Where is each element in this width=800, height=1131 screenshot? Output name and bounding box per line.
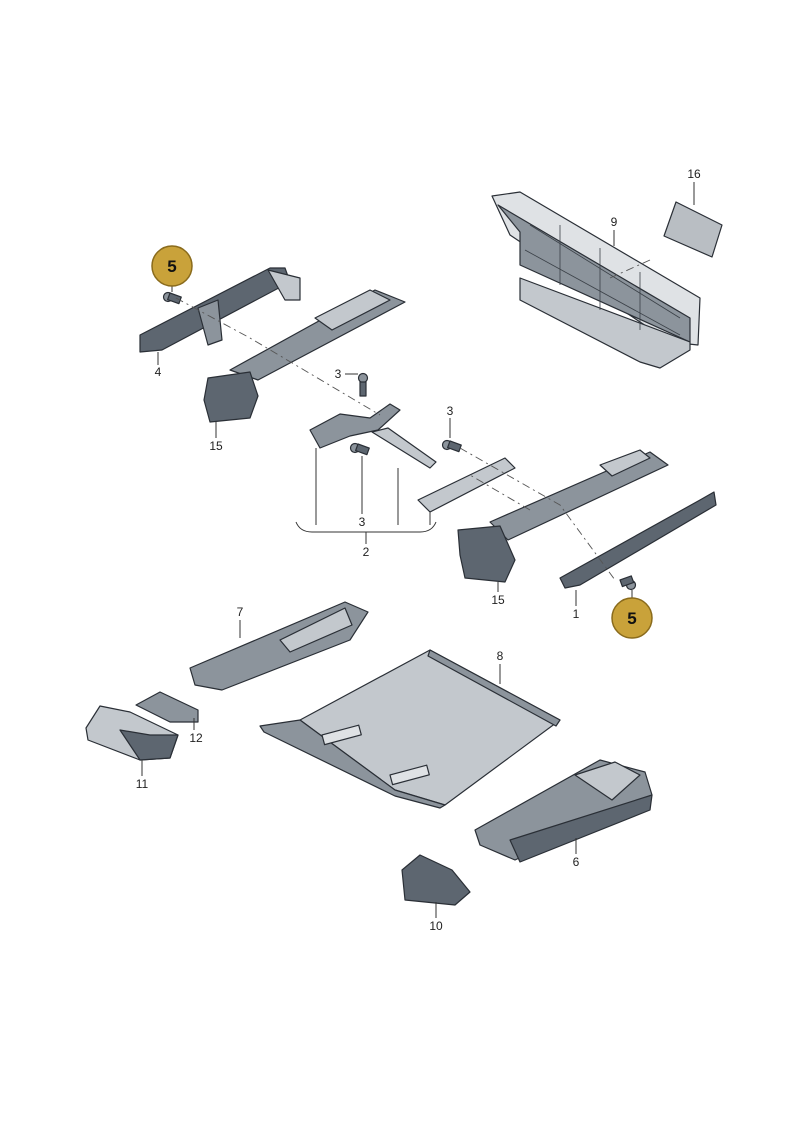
assembly-lines xyxy=(175,259,651,581)
label-15-left: 15 xyxy=(209,439,223,453)
bolt-5-upper xyxy=(162,291,182,305)
bolt-3-right xyxy=(441,439,462,453)
label-12: 12 xyxy=(189,731,203,745)
part-2-bracket xyxy=(309,403,516,513)
part-8-floor-panel xyxy=(259,649,561,809)
label-9: 9 xyxy=(611,215,618,229)
part-15-right-rail xyxy=(457,449,669,583)
label-10: 10 xyxy=(429,919,443,933)
part-4-bracket-rail xyxy=(139,267,301,353)
label-1: 1 xyxy=(573,607,580,621)
badge-circle xyxy=(611,597,653,639)
part-16-pad xyxy=(663,201,723,258)
bolt-5-lower xyxy=(619,575,637,591)
bolt-3-upper xyxy=(357,372,369,397)
part-labels: 16 9 4 15 3 3 3 2 15 1 7 8 12 11 6 10 xyxy=(136,167,701,933)
leader-lines xyxy=(141,182,695,918)
label-15-right: 15 xyxy=(491,593,505,607)
callout-badge-5-lower: 5 xyxy=(611,597,653,639)
part-7-side-trim xyxy=(189,601,369,691)
part-11-block xyxy=(85,705,179,761)
label-3-upper: 3 xyxy=(335,367,342,381)
callout-badge-5-upper: 5 xyxy=(151,245,193,287)
label-16: 16 xyxy=(687,167,701,181)
label-4: 4 xyxy=(155,365,162,379)
bolt-3-lower xyxy=(349,442,370,456)
part-9-rear-panel xyxy=(491,191,701,369)
label-6: 6 xyxy=(573,855,580,869)
label-2: 2 xyxy=(363,545,370,559)
label-3-lower: 3 xyxy=(359,515,366,529)
label-3-right: 3 xyxy=(447,404,454,418)
part-6-side-box xyxy=(474,759,653,863)
badge-text: 5 xyxy=(167,257,176,276)
label-7: 7 xyxy=(237,605,244,619)
label-11: 11 xyxy=(136,777,149,791)
part-12-clip xyxy=(135,691,199,723)
badge-text: 5 xyxy=(627,609,636,628)
part-10-cap xyxy=(401,854,471,906)
badge-circle xyxy=(151,245,193,287)
part-15-left-rail xyxy=(203,289,406,423)
label-8: 8 xyxy=(497,649,504,663)
part-1-bracket-rail xyxy=(559,491,717,589)
